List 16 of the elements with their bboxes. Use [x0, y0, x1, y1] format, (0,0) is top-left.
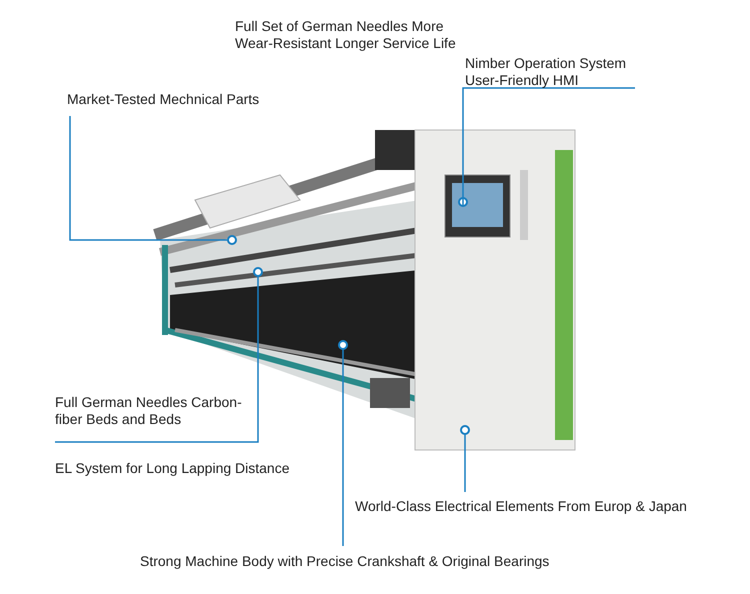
callout-text: World-Class Electrical Elements From Europ & Japan [355, 498, 687, 515]
callout-dot [253, 267, 263, 277]
leader-line [342, 349, 344, 546]
callout-dot [338, 340, 348, 350]
feature-note: EL System for Long Lapping Distance [55, 460, 290, 477]
callout-dot [460, 425, 470, 435]
callout-text: Full German Needles Carbon-fiber Beds and Beds [55, 394, 255, 428]
leader-line [464, 434, 466, 492]
callout-text: Nimber Operation System User-Friendly HMI [465, 55, 645, 89]
callout-dot [227, 235, 237, 245]
callout-text: Strong Machine Body with Precise Crankshaft & Original Bearings [140, 553, 550, 570]
leader-line [462, 87, 635, 206]
callout-text: Market-Tested Mechnical Parts [67, 91, 260, 108]
feature-note: Full Set of German Needles More Wear-Resistant Longer Service Life [235, 18, 457, 52]
leader-line [69, 116, 228, 241]
leader-line [55, 276, 259, 443]
